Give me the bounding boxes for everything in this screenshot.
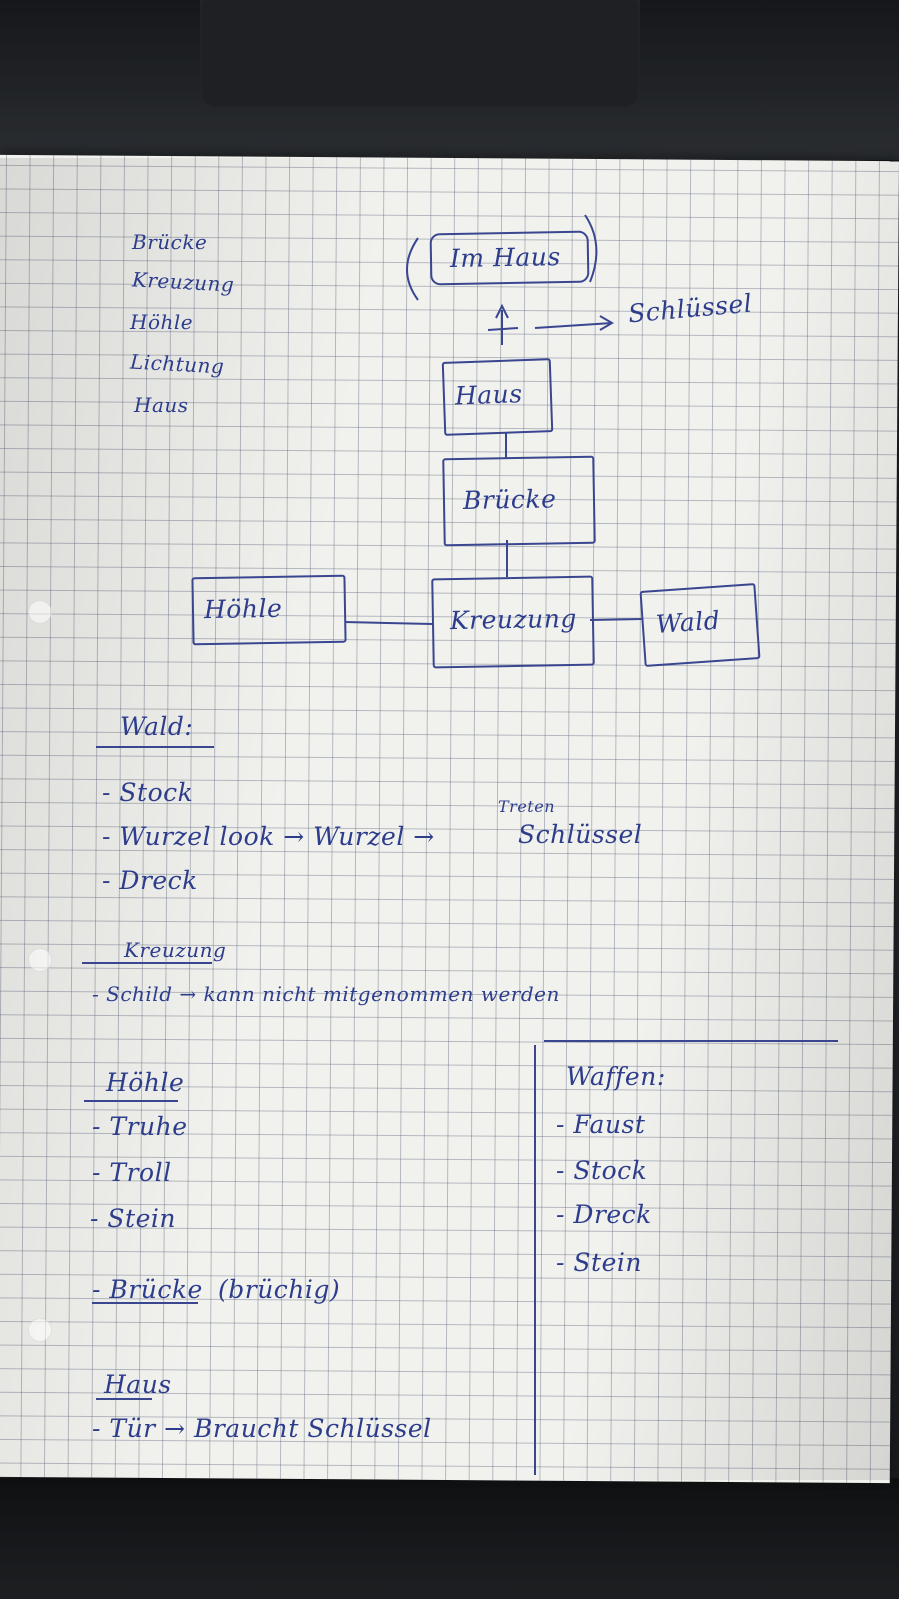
heading-underline — [96, 746, 214, 748]
heading-underline — [82, 962, 212, 964]
paper-lighting — [0, 158, 899, 1480]
list-item: Höhle — [130, 310, 194, 334]
node-label: Im Haus — [449, 242, 561, 274]
column-divider-horizontal — [544, 1040, 838, 1042]
node-label: Haus — [454, 379, 524, 411]
punch-hole — [28, 600, 52, 624]
list-item: Haus — [134, 393, 189, 417]
list-item: - Stock — [102, 778, 194, 807]
note-text: (brüchig) — [218, 1275, 341, 1304]
device-edge — [200, 0, 640, 110]
list-item: - Stein — [556, 1248, 642, 1277]
section-heading: Höhle — [106, 1068, 185, 1097]
section-heading: Waffen: — [566, 1062, 666, 1091]
haus-node: Haus — [441, 358, 554, 436]
im-haus-node: Im Haus — [429, 230, 590, 286]
kreuzung-node: Kreuzung — [431, 575, 595, 669]
wald-node: Wald — [639, 583, 761, 667]
heading-underline — [84, 1100, 178, 1102]
punch-hole — [28, 1318, 52, 1342]
hoehle-node: Höhle — [191, 574, 347, 646]
list-item: - Dreck — [556, 1200, 652, 1229]
list-item: - Faust — [556, 1110, 646, 1139]
node-label: Wald — [654, 605, 722, 640]
node-label: Brücke — [462, 484, 557, 515]
column-divider-vertical — [534, 1045, 536, 1475]
section-heading: Kreuzung — [124, 938, 227, 962]
list-item: - Wurzel look → Wurzel → — [102, 822, 435, 851]
section-heading: Wald: — [120, 712, 194, 741]
heading-underline — [96, 1398, 152, 1400]
section-heading: - Brücke — [92, 1275, 203, 1304]
list-item: - Schild → kann nicht mitgenommen werden — [92, 982, 560, 1006]
section-heading: Haus — [104, 1370, 172, 1399]
list-item: Brücke — [132, 230, 208, 254]
list-item: - Truhe — [92, 1112, 188, 1141]
punch-hole — [28, 948, 52, 972]
list-item: - Tür → Braucht Schlüssel — [92, 1414, 432, 1443]
desk-background-bottom — [0, 1478, 899, 1599]
list-item: - Dreck — [102, 866, 198, 895]
node-label: Höhle — [203, 593, 283, 625]
note-text: Treten — [498, 797, 555, 816]
list-item: - Troll — [92, 1158, 172, 1187]
note-text: Schlüssel — [518, 820, 643, 849]
list-item: - Stock — [556, 1156, 648, 1185]
list-item: - Stein — [90, 1204, 176, 1233]
heading-underline — [92, 1302, 198, 1304]
bruecke-node: Brücke — [442, 455, 596, 547]
node-label: Kreuzung — [449, 603, 578, 636]
